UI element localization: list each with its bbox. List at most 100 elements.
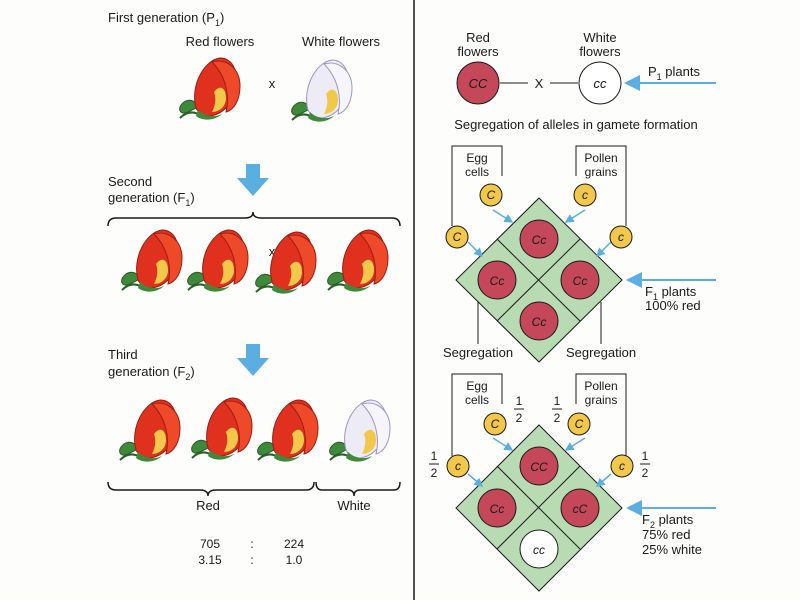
f2-grid-line xyxy=(496,465,581,550)
parent-white-label-line1: White xyxy=(583,30,616,45)
left-panel: First generation (P1) Red flowers White … xyxy=(107,10,401,567)
p1-plants-label: P1 plants xyxy=(648,64,700,82)
p1-title: First generation (P1) xyxy=(108,10,224,28)
f1-cell-left xyxy=(477,260,517,300)
f2-cell-top xyxy=(519,446,559,486)
f2-pollen-gamete-text: C xyxy=(575,417,584,431)
fraction-half-4: 1 2 xyxy=(640,449,650,480)
f2-cell-left-text: Cc xyxy=(490,502,505,516)
fraction-half-1: 1 2 xyxy=(514,394,524,425)
f1-cell-bottom-text: Cc xyxy=(532,315,547,329)
f2-pollen-gamete xyxy=(567,412,591,436)
f1-label-line1: Second xyxy=(108,174,152,189)
svg-text:2: 2 xyxy=(516,411,523,425)
egg-cells2-label-2: cells xyxy=(465,393,489,407)
svg-text:1: 1 xyxy=(554,394,561,408)
f1-cell-right xyxy=(560,260,600,300)
p1-white-flower xyxy=(290,59,353,123)
parent-white-genotype: cc xyxy=(594,76,608,91)
f1-pollen-gamete-text: c xyxy=(582,188,588,202)
parent-white-circle xyxy=(578,61,622,105)
f1-label-line2: generation (F1) xyxy=(108,190,195,208)
gamete-arrow xyxy=(595,241,612,258)
f2-red-flower-2 xyxy=(190,397,253,461)
f2-pollen-gamete-2 xyxy=(610,454,634,478)
red-bracket xyxy=(107,481,315,497)
parent-red-label-line2: flowers xyxy=(457,44,499,59)
f2-egg-gamete-2-text: c xyxy=(455,459,461,473)
segregation-gametes-label: Segregation of alleles in gamete formati… xyxy=(454,117,698,132)
f1-egg-gamete-2-text: C xyxy=(453,230,462,244)
f2-pollen-gamete-2-text: c xyxy=(619,459,625,473)
gamete-arrow xyxy=(564,437,586,451)
fraction-half-3: 1 2 xyxy=(429,449,439,480)
white-bracket xyxy=(315,481,401,497)
down-arrow-icon xyxy=(237,344,269,376)
parent-red-label-line1: Red xyxy=(466,30,490,45)
f1-flower-2 xyxy=(186,229,249,293)
f1-percent-label: 100% red xyxy=(645,298,701,313)
cross-symbol-p1: x xyxy=(269,76,276,91)
gamete-arrow xyxy=(564,209,586,223)
pollen-bracket xyxy=(575,145,627,226)
red-flowers-label: Red flowers xyxy=(186,34,255,49)
f2-label-line2: generation (F2) xyxy=(108,364,195,382)
f1-plants-label: F1 plants xyxy=(645,284,697,302)
svg-text:2: 2 xyxy=(554,411,561,425)
fraction-half-2: 1 2 xyxy=(552,394,562,425)
white-flowers-label: White flowers xyxy=(302,34,381,49)
f2-egg-gamete xyxy=(483,412,507,436)
f1-grid-line xyxy=(496,238,581,322)
gamete-arrow xyxy=(492,209,514,223)
pollen-label-2: grains xyxy=(585,165,618,179)
svg-text:2: 2 xyxy=(642,466,649,480)
parent-white-label-line2: flowers xyxy=(579,44,621,59)
cross-symbol-f1: x xyxy=(269,244,276,259)
segregation-left-label: Segregation xyxy=(443,345,513,360)
f2-cell-right-text: cC xyxy=(573,502,588,516)
gamete-arrow xyxy=(595,473,612,487)
f1-cell-top xyxy=(519,219,559,259)
f2-egg-gamete-text: C xyxy=(491,417,500,431)
f1-egg-gamete-2 xyxy=(445,225,469,249)
gamete-arrow xyxy=(467,241,484,258)
f2-white-flower xyxy=(328,399,391,463)
f1-flower-3 xyxy=(254,231,317,295)
cross-gap xyxy=(528,75,550,91)
parent-red-genotype: CC xyxy=(469,76,488,91)
segregation-right-label: Segregation xyxy=(566,345,636,360)
svg-text:1: 1 xyxy=(431,449,438,463)
f2-cell-left xyxy=(477,488,517,528)
svg-text:2: 2 xyxy=(431,466,438,480)
pollen2-label-1: Pollen xyxy=(584,379,617,393)
f1-bracket xyxy=(107,211,401,227)
egg-cells-bracket xyxy=(451,145,503,226)
f1-pollen-gamete-2 xyxy=(609,225,633,249)
f2-white-percent: 25% white xyxy=(642,542,702,557)
f1-cell-top-text: Cc xyxy=(532,233,547,247)
f1-flower-1 xyxy=(120,229,183,293)
ratio-separator: : xyxy=(250,553,253,567)
egg-cells-label-1: Egg xyxy=(466,151,487,165)
f1-cell-right-text: Cc xyxy=(573,274,588,288)
pollen-bracket-2 xyxy=(575,373,627,456)
egg-cells-label-2: cells xyxy=(465,165,489,179)
ratio-red: 3.15 xyxy=(198,553,222,567)
count-white: 224 xyxy=(284,537,304,551)
cross-x: X xyxy=(535,76,544,91)
parent-red-circle xyxy=(456,61,500,105)
count-red: 705 xyxy=(200,537,220,551)
f1-egg-gamete xyxy=(479,183,503,207)
f2-cell-top-text: CC xyxy=(530,460,548,474)
pollen2-label-2: grains xyxy=(585,393,618,407)
red-group-label: Red xyxy=(196,498,220,513)
pollen-label-1: Pollen xyxy=(584,151,617,165)
white-group-label: White xyxy=(337,498,370,513)
f2-plants-label: F2 plants xyxy=(642,512,694,530)
f2-red-flower-1 xyxy=(118,399,181,463)
f2-cell-right xyxy=(560,488,600,528)
egg-cells2-label-1: Egg xyxy=(466,379,487,393)
f1-cell-bottom xyxy=(519,301,559,341)
f1-cell-left-text: Cc xyxy=(490,274,505,288)
